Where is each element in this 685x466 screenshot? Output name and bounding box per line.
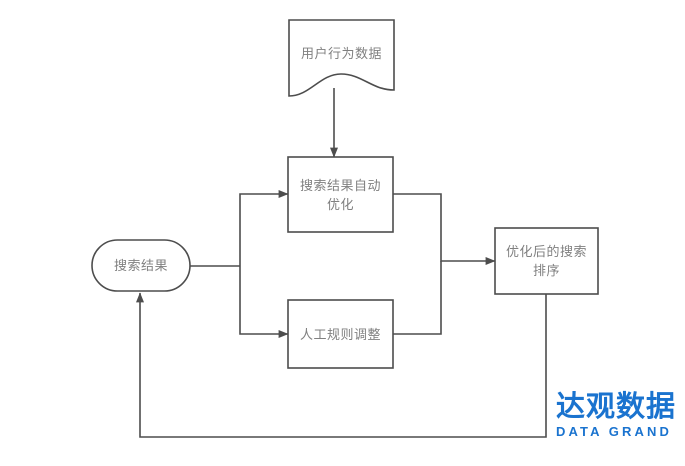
node-shape-auto-optimization[interactable] <box>287 156 394 233</box>
brand-logo-en: DATA GRAND <box>556 424 672 439</box>
edge-manual-to-optimized <box>393 261 442 335</box>
edge-auto-to-optimized <box>393 193 496 265</box>
edge-result-to-manual <box>239 266 289 338</box>
brand-logo-cn: 达观数据 <box>556 389 677 423</box>
node-shape-manual-rule-adjust[interactable] <box>287 299 394 369</box>
node-shape-optimized-ranking[interactable] <box>494 227 599 295</box>
edge-feedback-loop <box>136 292 547 438</box>
node-shape-search-result[interactable] <box>91 239 191 292</box>
node-shape-user-behavior-data[interactable] <box>288 19 395 97</box>
brand-logo: 达观数据 DATA GRAND <box>556 390 680 440</box>
edge-result-to-auto <box>239 190 289 266</box>
